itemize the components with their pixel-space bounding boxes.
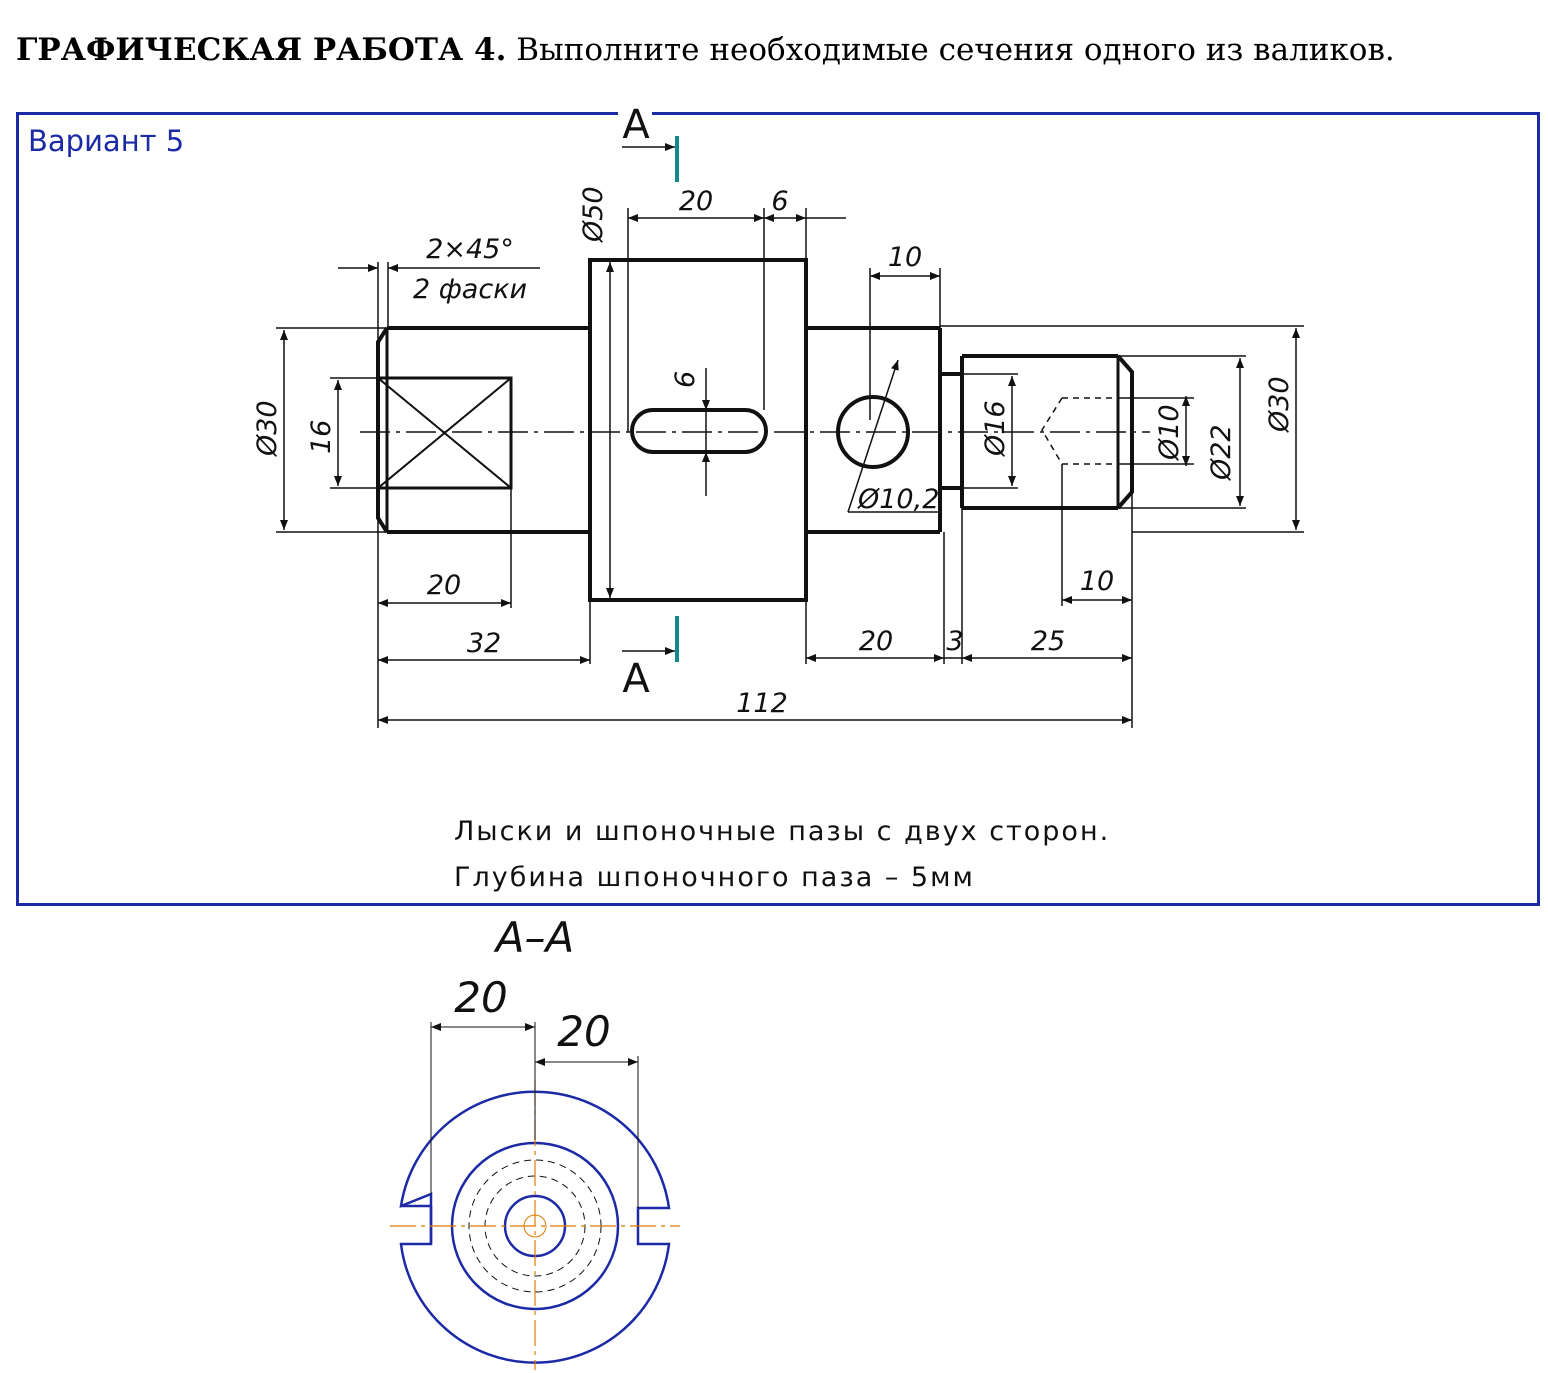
task-heading: ГРАФИЧЕСКАЯ РАБОТА 4. Выполните необходи… xyxy=(16,32,1536,68)
section-dim-right: 20 xyxy=(557,1007,610,1056)
variant-frame xyxy=(16,112,1540,906)
dim-l6-top: 6 xyxy=(771,186,788,217)
dim-d10: Ø10 xyxy=(1154,404,1185,461)
dim-l112: 112 xyxy=(736,688,788,719)
note-line-1: Лыски и шпоночные пазы с двух сторон. xyxy=(454,816,1111,847)
section-label: A–A xyxy=(493,913,574,962)
section-dim-left: 20 xyxy=(454,973,507,1022)
section-letter-bottom: A xyxy=(622,656,650,702)
dim-l20-top: 20 xyxy=(679,186,713,217)
task-title-bold: ГРАФИЧЕСКАЯ РАБОТА 4. xyxy=(16,32,507,68)
dim-d16: Ø16 xyxy=(980,400,1011,457)
dim-chamfer-1: 2×45° xyxy=(426,234,514,265)
dim-d50: Ø50 xyxy=(578,186,609,243)
dim-w6: 6 xyxy=(670,371,701,388)
extension-lines xyxy=(276,208,1304,728)
center-axis xyxy=(360,397,1150,465)
dim-l10-bottom: 10 xyxy=(1080,566,1114,597)
note-line-2: Глубина шпоночного паза – 5мм xyxy=(454,862,975,893)
dim-l32: 32 xyxy=(467,628,501,659)
cutting-plane-marks xyxy=(622,136,679,662)
dim-l10-top: 10 xyxy=(888,242,922,273)
dim-l25: 25 xyxy=(1031,626,1065,657)
dim-h16: 16 xyxy=(306,420,337,454)
dim-d22: Ø22 xyxy=(1206,424,1237,481)
shaft-outline xyxy=(376,258,1134,602)
dim-l20-mid: 20 xyxy=(859,626,893,657)
task-title-rest: Выполните необходимые сечения одного из … xyxy=(506,32,1395,68)
dim-d30-right: Ø30 xyxy=(1264,376,1295,433)
dim-l3: 3 xyxy=(946,626,963,657)
frame-gap xyxy=(618,106,652,118)
section-view xyxy=(390,1022,680,1370)
dimension-lines xyxy=(280,214,1300,724)
variant-label: Вариант 5 xyxy=(28,124,185,158)
section-letter-top: A xyxy=(622,102,650,148)
dim-d10-2: Ø10,2 xyxy=(857,484,939,515)
dim-d30-left: Ø30 xyxy=(252,400,283,457)
dim-chamfer-2: 2 фаски xyxy=(413,274,527,305)
dim-l20-bottom: 20 xyxy=(427,570,461,601)
